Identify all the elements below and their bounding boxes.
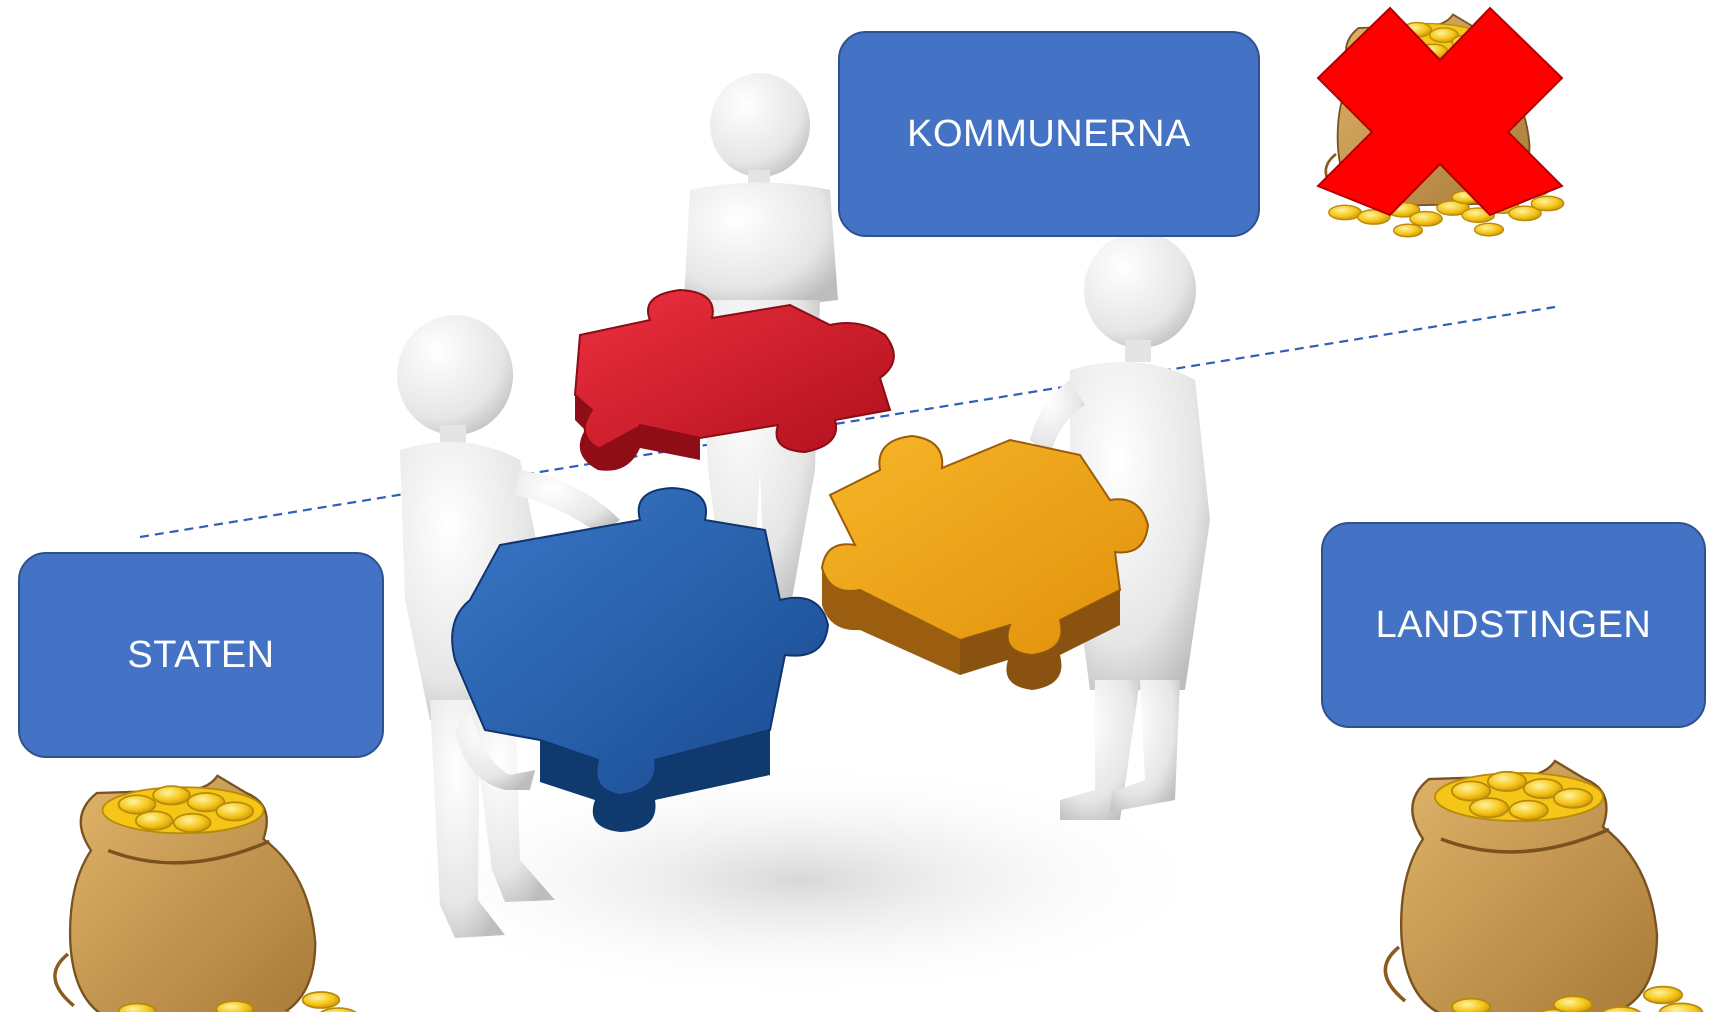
- kommunerna-box: KOMMUNERNA: [838, 31, 1260, 237]
- figure-left: [397, 315, 620, 938]
- landstingen-box: LANDSTINGEN: [1321, 522, 1706, 728]
- orange-puzzle-piece: [820, 434, 1150, 690]
- staten-box: STATEN: [18, 552, 384, 758]
- money-bag-icon: [1383, 759, 1705, 1012]
- landstingen-label: LANDSTINGEN: [1375, 603, 1652, 646]
- staten-label: STATEN: [127, 633, 275, 676]
- kommunerna-label: KOMMUNERNA: [907, 112, 1191, 155]
- blue-puzzle-piece: [451, 486, 830, 832]
- red-puzzle-piece: [573, 288, 895, 471]
- money-bag-icon: [53, 774, 361, 1012]
- red-cross-icon: [1316, 6, 1564, 217]
